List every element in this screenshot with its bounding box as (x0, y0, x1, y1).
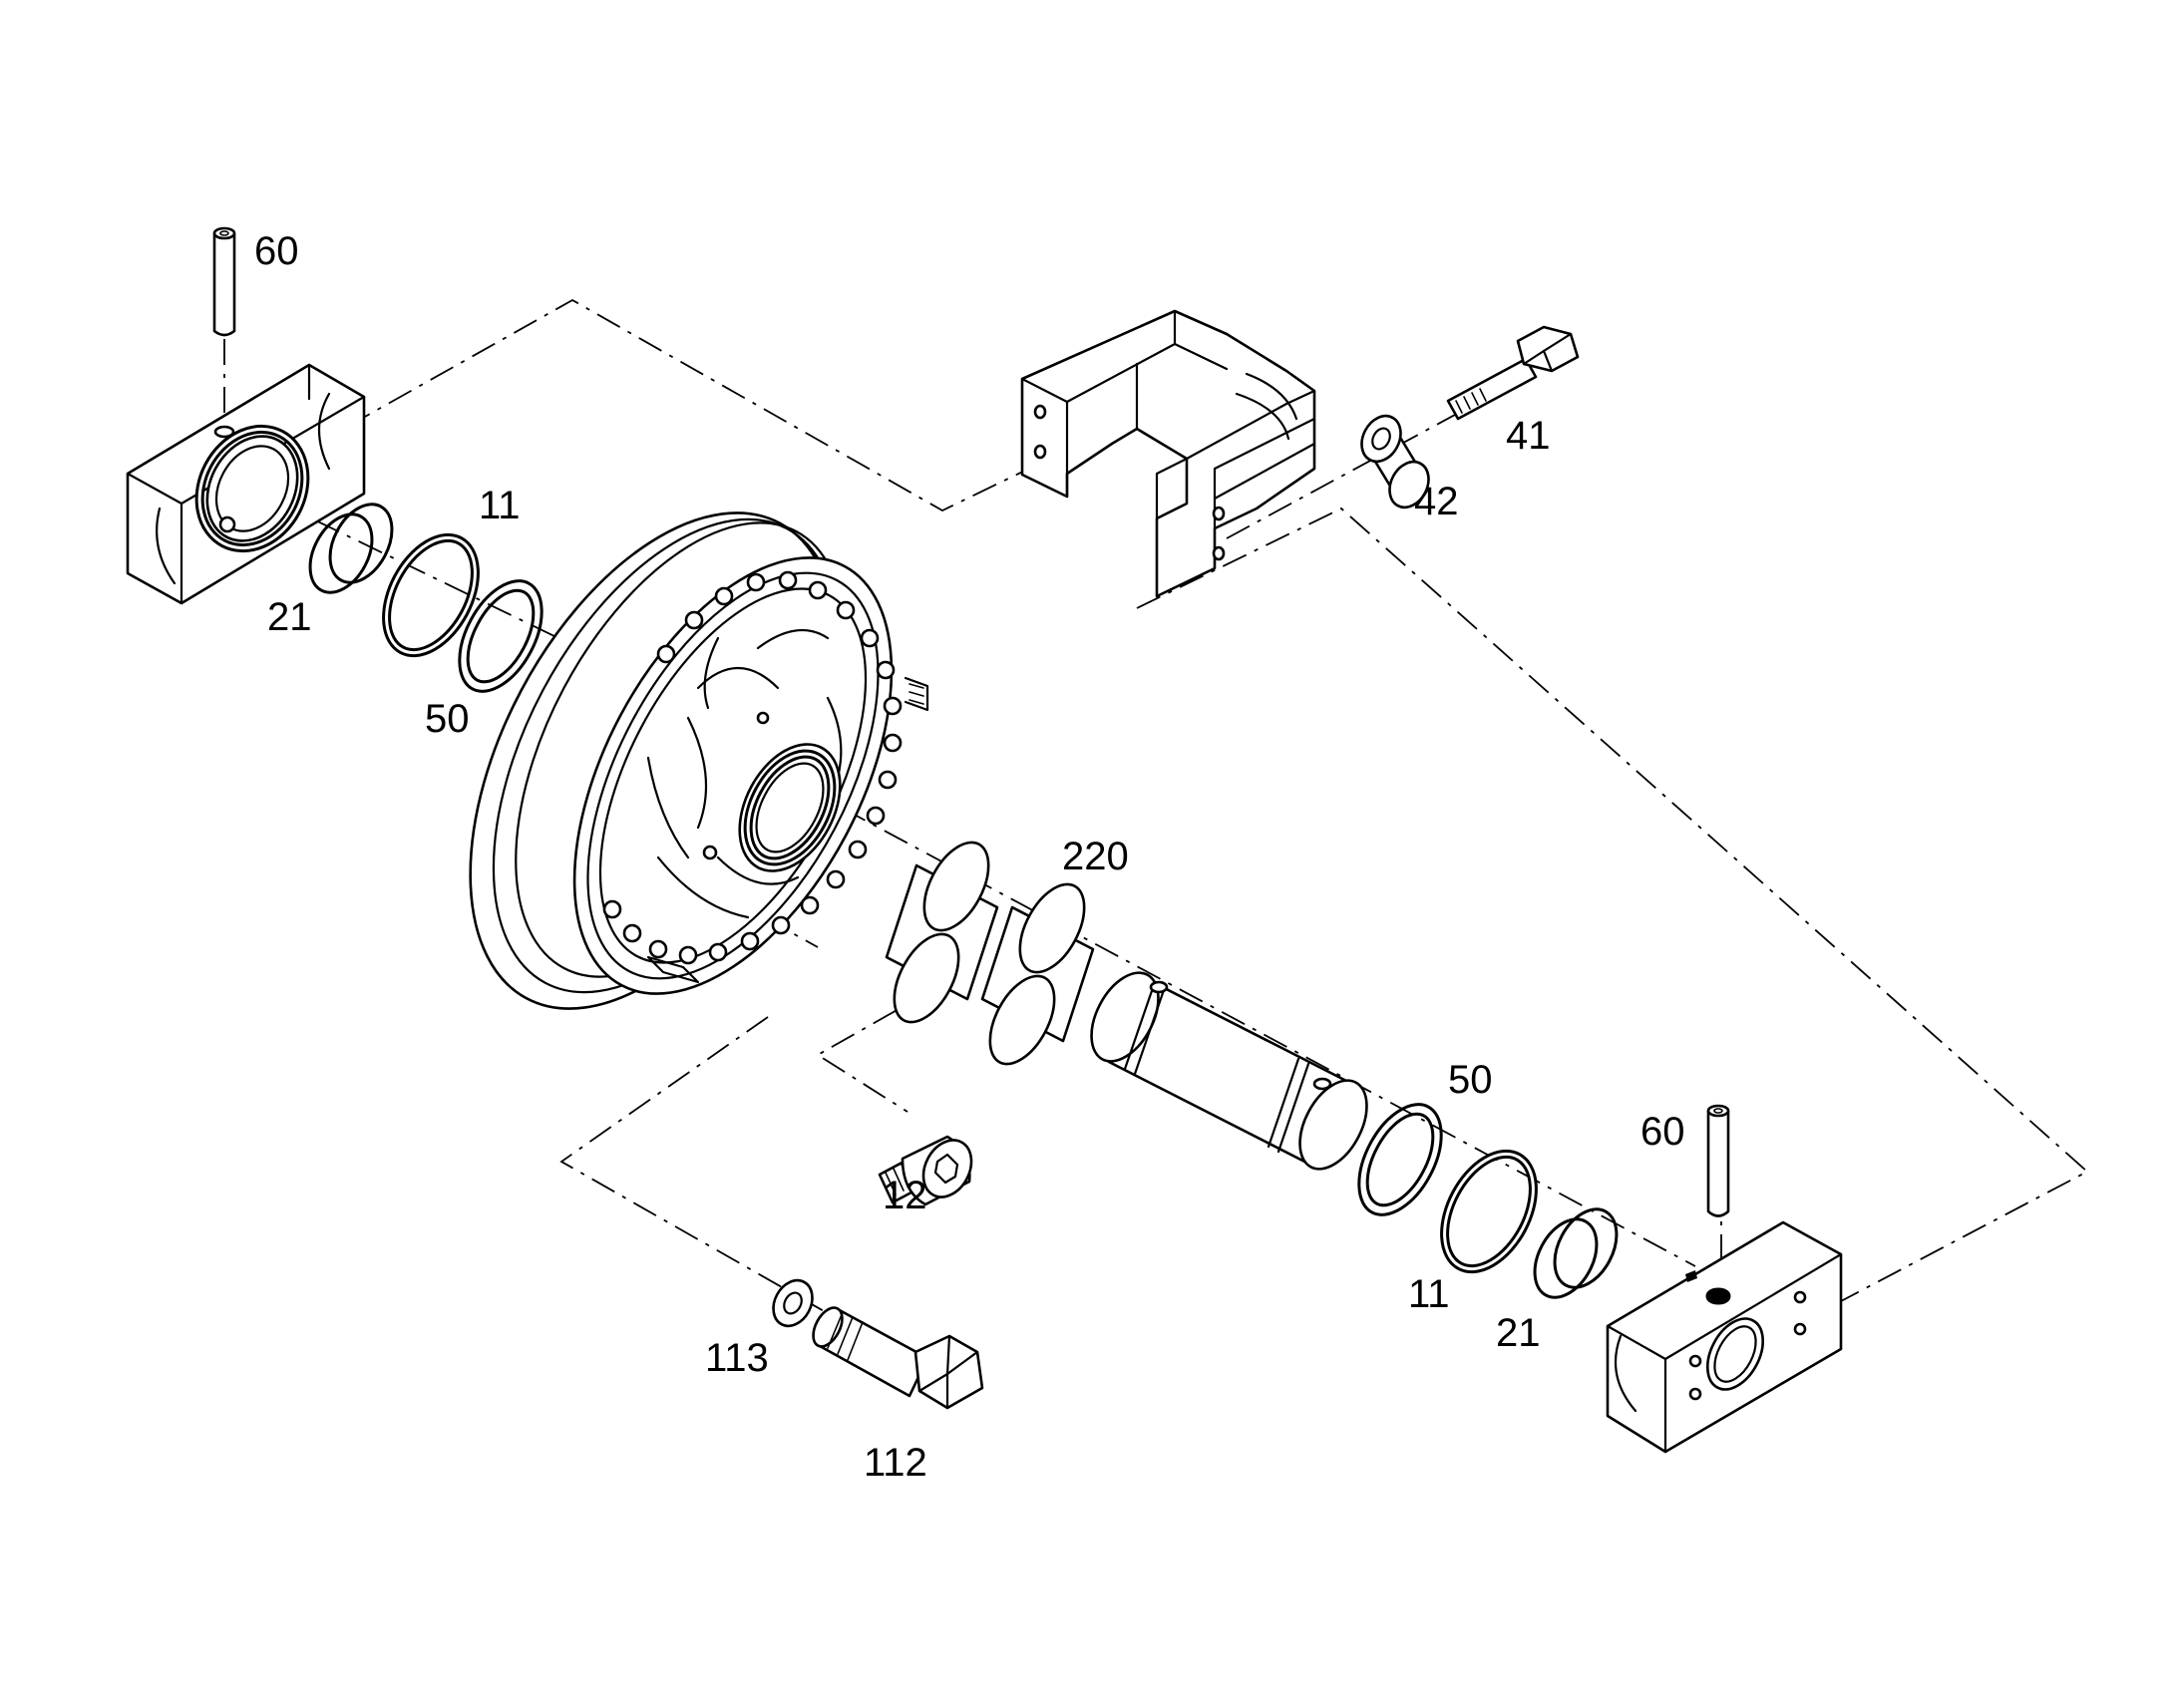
spacer-42 (1360, 414, 1430, 510)
washer-113 (772, 1278, 814, 1328)
hex-bolt-41 (1446, 325, 1580, 421)
thrust-washer-50-right (1357, 1103, 1443, 1216)
callout-11-left: 11 (479, 484, 521, 527)
split-ring-21-left (308, 503, 394, 594)
axis-line-shaft (757, 762, 1696, 1267)
bearing-block-right (1606, 1220, 1843, 1454)
bearing-block-left (126, 363, 366, 605)
assembly-line-bolt (559, 1016, 869, 1337)
assembly-line-right (1136, 507, 2089, 1302)
yoke-bracket (1020, 309, 1316, 598)
assembly-line-screw (816, 986, 938, 1113)
pin-60-left (212, 226, 236, 337)
axis-line-bracket-bolt (1226, 408, 1467, 539)
wheel-bolt-circle (602, 570, 903, 965)
callout-60-right: 60 (1640, 1110, 1685, 1154)
callout-21-right: 21 (1496, 1311, 1541, 1355)
hex-bolt-112 (812, 1306, 984, 1410)
o-ring-11-left (382, 532, 480, 658)
thrust-washer-50-left (458, 579, 544, 693)
split-ring-21-right (1533, 1207, 1619, 1299)
bushing-220-b (980, 882, 1095, 1066)
callout-12: 12 (883, 1174, 927, 1217)
callout-112: 112 (864, 1441, 927, 1485)
pin-60-right (1706, 1104, 1730, 1217)
callout-labels: 60 41 11 42 21 50 220 50 60 12 11 21 113… (254, 229, 1685, 1485)
callout-50-right: 50 (1448, 1058, 1493, 1102)
callout-41: 41 (1506, 414, 1551, 458)
socket-screw-12 (878, 1135, 973, 1206)
idler-shaft (1090, 971, 1368, 1171)
callout-42: 42 (1414, 480, 1459, 523)
o-ring-11-right (1440, 1149, 1538, 1274)
callout-60-left: 60 (254, 229, 299, 273)
bushing-220-a (885, 841, 999, 1024)
callout-220: 220 (1062, 835, 1129, 878)
callout-113: 113 (705, 1336, 769, 1380)
callout-11-right: 11 (1408, 1272, 1450, 1316)
callout-50-left: 50 (425, 697, 470, 741)
callout-21-left: 21 (267, 595, 312, 639)
idler-wheel (469, 512, 929, 1010)
assembly-line-top (346, 298, 1038, 512)
